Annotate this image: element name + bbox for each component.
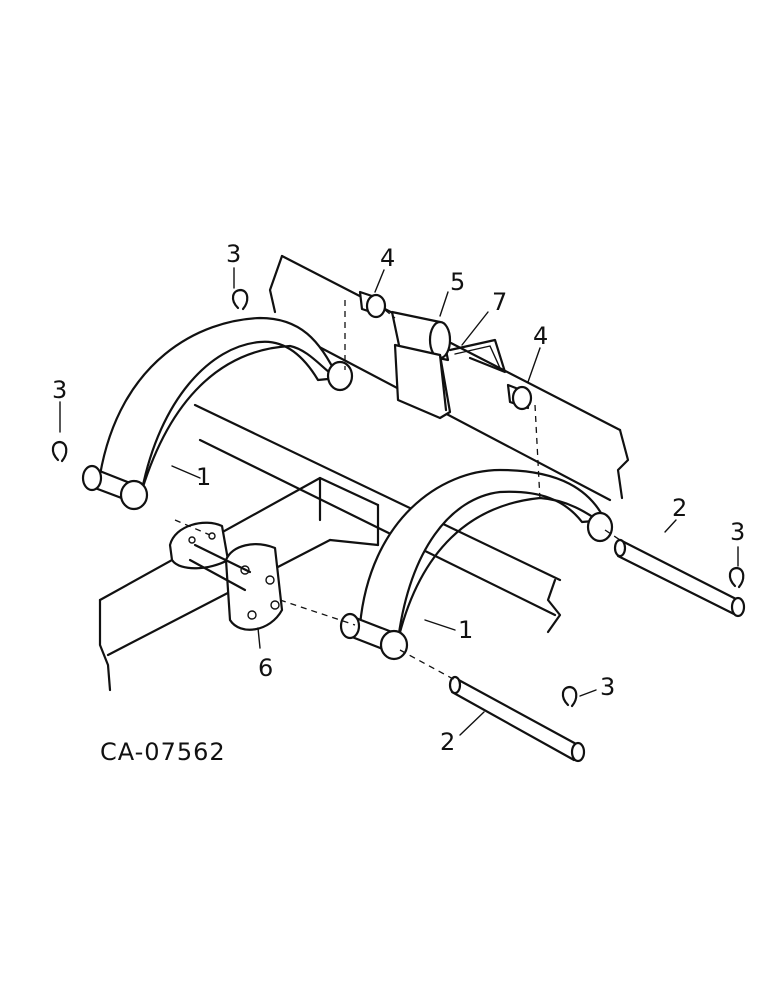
clip-top-left (231, 288, 249, 311)
clip-far-left (51, 440, 68, 463)
pin-lower (448, 675, 586, 763)
callout-2-lower: 2 (440, 728, 455, 756)
mount-plate (168, 521, 284, 631)
clip-right (728, 566, 745, 589)
pin-right (613, 538, 746, 618)
callout-6: 6 (258, 654, 273, 682)
bow-spring-right (339, 468, 614, 661)
cotter-spring (448, 338, 507, 374)
bushing-right (506, 383, 533, 411)
spring-block (390, 310, 452, 420)
callout-4-right: 4 (533, 322, 548, 350)
bow-spring-left (81, 316, 354, 511)
bushing-left (358, 290, 387, 319)
assembly-lines (174, 300, 621, 681)
callout-5: 5 (450, 268, 465, 296)
callout-2-right: 2 (672, 494, 687, 522)
callout-3-top-left: 3 (226, 240, 241, 268)
callout-1-left: 1 (196, 463, 211, 491)
leader-lines (59, 267, 739, 736)
clip-lower (561, 685, 578, 708)
callout-1-right: 1 (458, 616, 473, 644)
drawing-code: CA-07562 (100, 738, 226, 766)
callout-3-lower: 3 (600, 673, 615, 701)
callout-3-far-left: 3 (52, 376, 67, 404)
callout-3-right: 3 (730, 518, 745, 546)
lower-frame-beam (98, 403, 562, 692)
callout-7: 7 (492, 288, 507, 316)
callout-4-left: 4 (380, 244, 395, 272)
